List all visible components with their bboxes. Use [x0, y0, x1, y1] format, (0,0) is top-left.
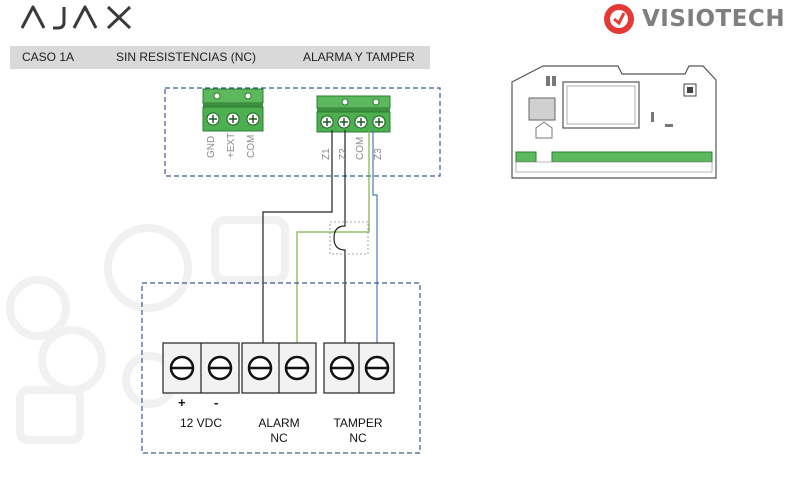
plus-sign: + — [178, 395, 186, 410]
resistors-label: SIN RESISTENCIAS (NC) — [116, 50, 257, 64]
wire-black-z2 — [333, 130, 346, 345]
tamper-label-line1: TAMPER — [333, 416, 383, 430]
ajax-logo-mark — [20, 5, 132, 30]
pin-label-gnd: GND — [206, 135, 217, 158]
ajax-logo — [20, 4, 136, 35]
alarm-label-line2: NC — [270, 431, 288, 445]
hub-pcb-illustration — [511, 65, 717, 179]
case-label: CASO 1A — [22, 50, 75, 64]
pin-label-ext: +EXT — [226, 132, 237, 158]
crossover-marker — [329, 221, 369, 255]
tamper-label-line2: NC — [349, 431, 367, 445]
pin-label-com-2: COM — [355, 136, 366, 160]
case-info-bar: CASO 1A SIN RESISTENCIAS (NC) ALARMA Y T… — [10, 46, 430, 69]
mode-label: ALARMA Y TAMPER — [303, 50, 415, 64]
tamper-label: TAMPER NC — [320, 416, 396, 446]
visiotech-logo: VISIOTECH — [602, 2, 785, 36]
detector-terminal-power — [162, 342, 240, 394]
alarm-label-line1: ALARM — [258, 416, 300, 430]
ajax-terminal-block-1 — [202, 88, 264, 132]
power-label: 12 VDC — [179, 416, 223, 430]
alarm-label: ALARM NC — [244, 416, 314, 446]
detector-terminal-tamper — [323, 342, 395, 394]
wire-black-z1 — [262, 130, 333, 345]
wire-blue-z3 — [372, 130, 378, 345]
ajax-terminal-block-2 — [316, 95, 391, 133]
background-watermark — [6, 216, 289, 444]
wire-green-com — [296, 130, 370, 345]
detector-terminal-alarm — [241, 342, 317, 394]
minus-sign: - — [214, 395, 219, 410]
wires — [262, 130, 378, 345]
visiotech-logo-icon — [604, 4, 634, 34]
pin-label-z3: Z3 — [373, 148, 384, 160]
visiotech-logo-text: VISIOTECH — [642, 6, 786, 32]
pin-label-com-1: COM — [246, 134, 257, 158]
pin-label-z1: Z1 — [321, 148, 332, 160]
hub-dashed-box — [164, 87, 441, 177]
pin-label-z2: Z2 — [338, 148, 349, 160]
detector-dashed-box — [141, 282, 421, 454]
